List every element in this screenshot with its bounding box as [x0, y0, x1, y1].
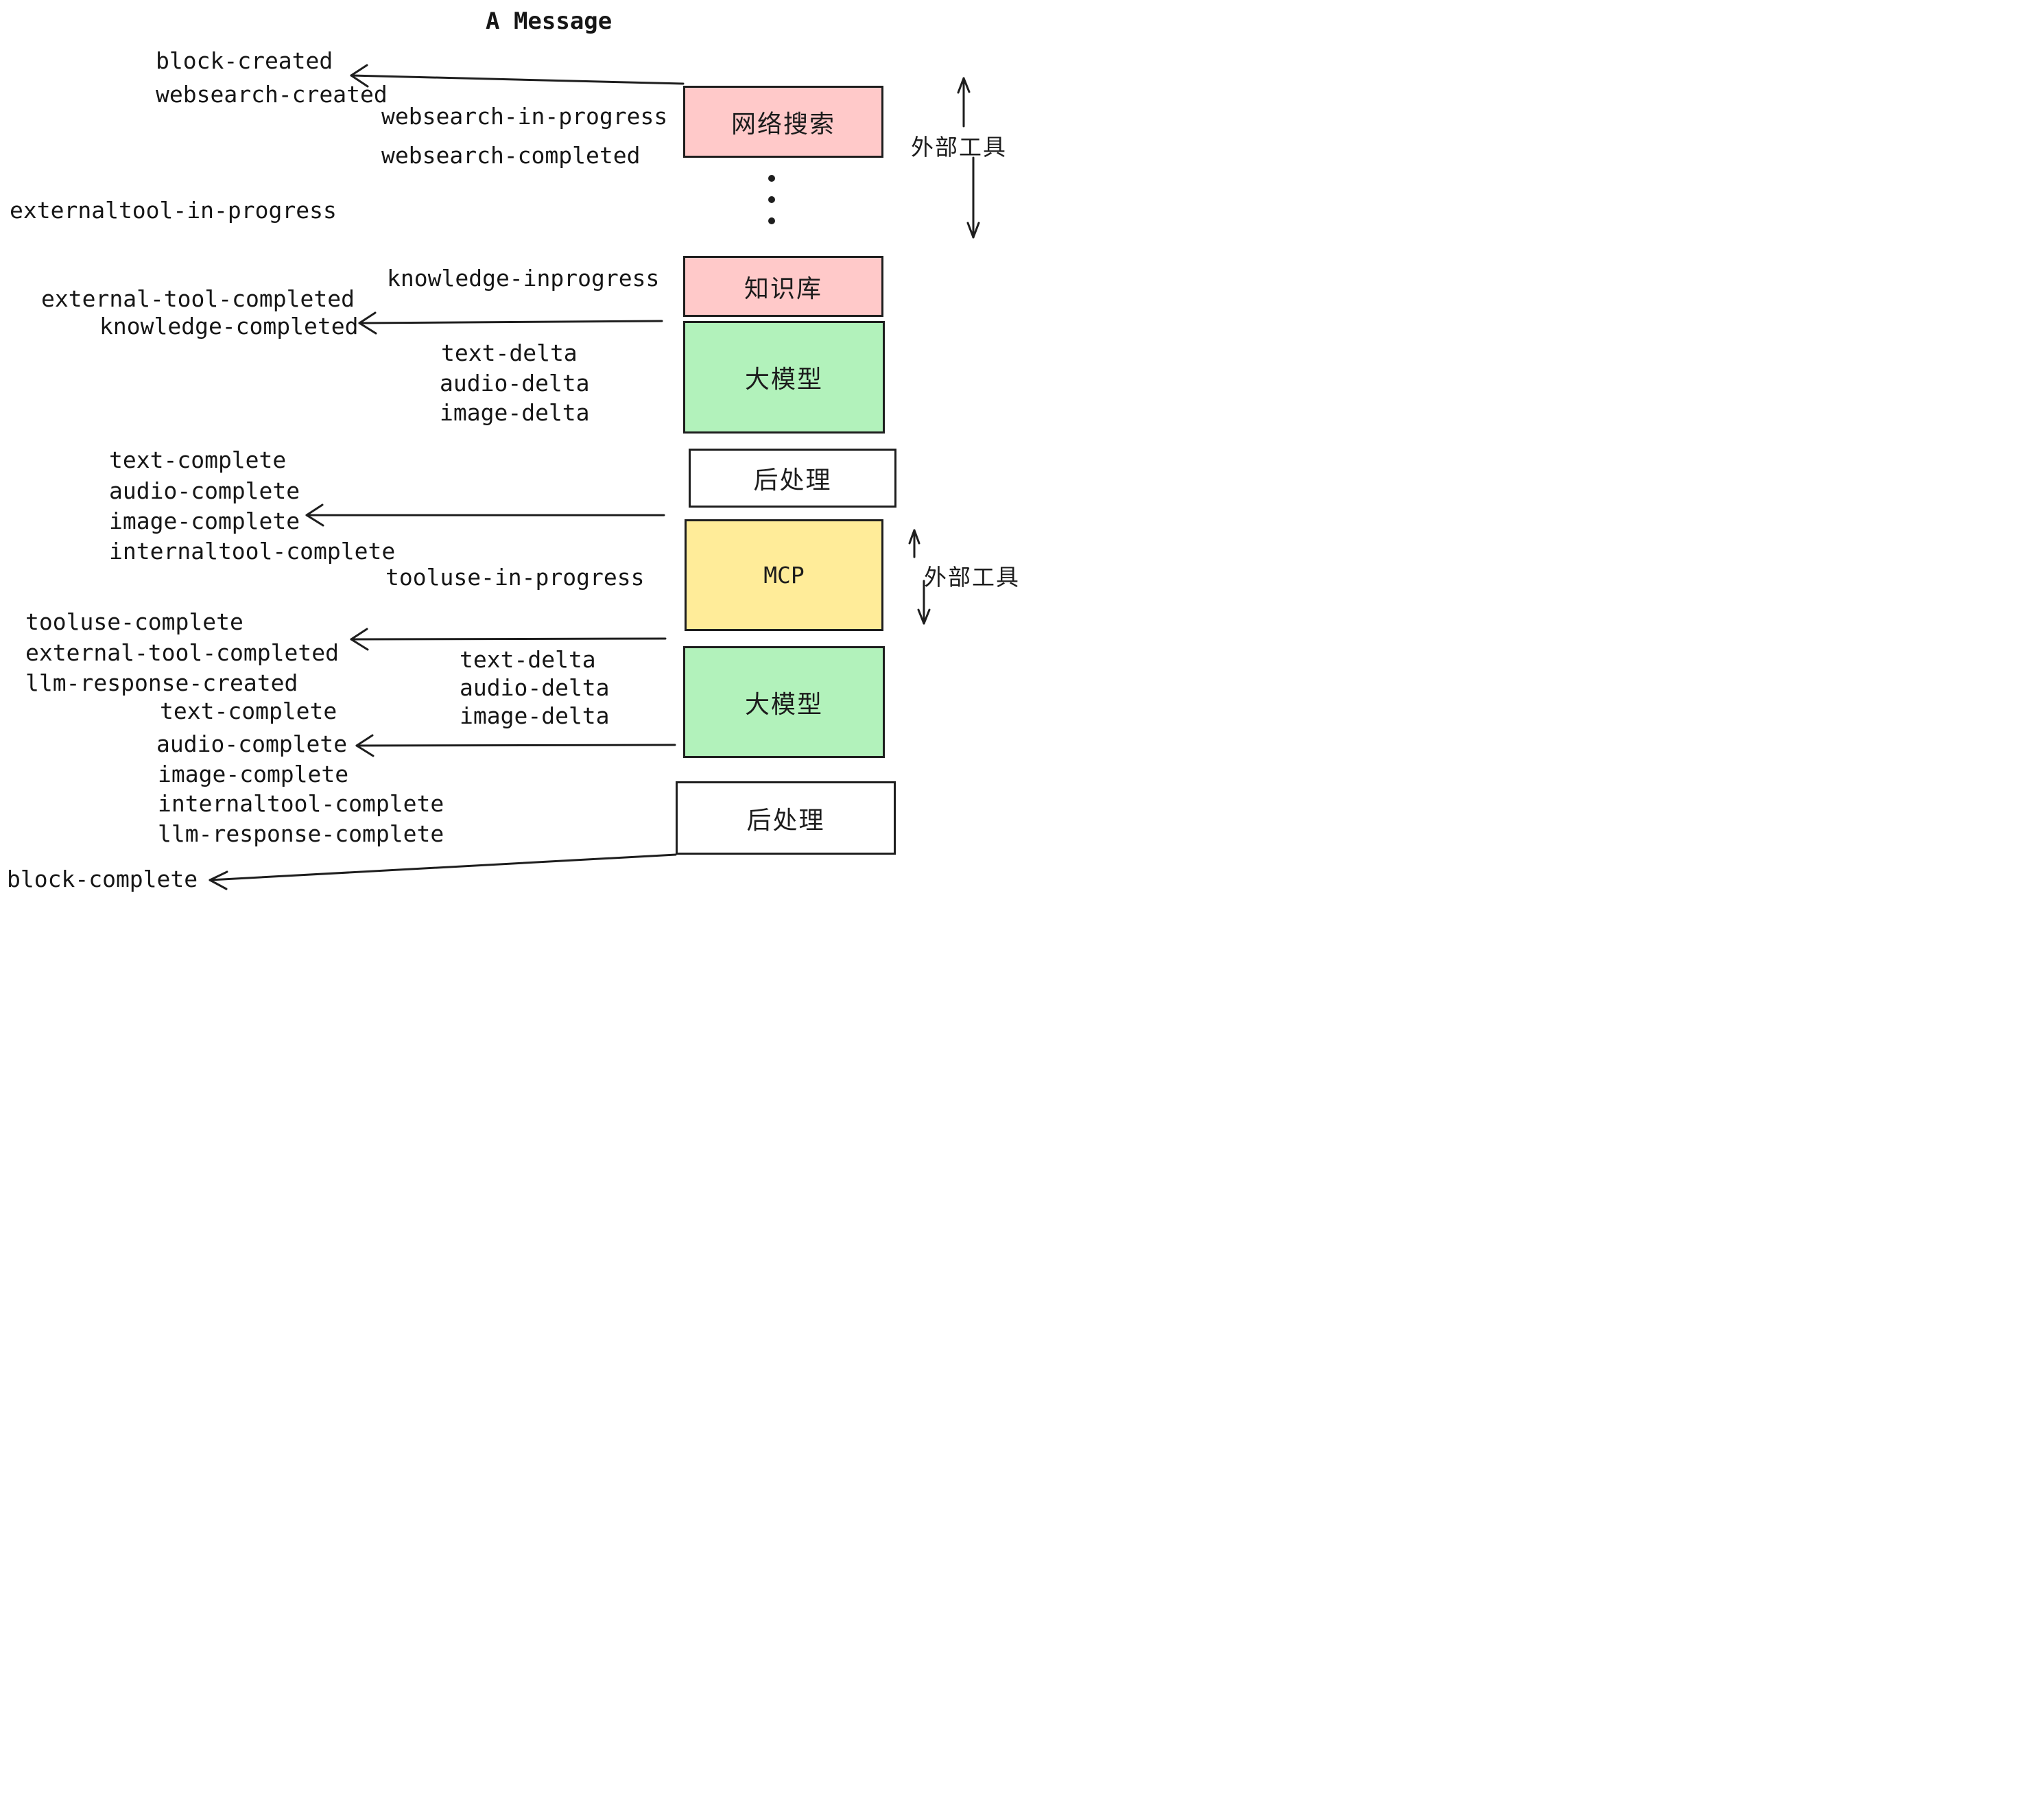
- event-text-complete-2: text-complete: [160, 698, 337, 724]
- event-llm-response-complete: llm-response-complete: [158, 820, 444, 847]
- event-image-delta-1: image-delta: [440, 399, 590, 426]
- arrow-to-audio-complete: [355, 744, 676, 747]
- event-block-created: block-created: [156, 47, 333, 74]
- external-tools-bottom-up-arrowhead: [908, 529, 920, 545]
- ellipsis-dots: [768, 175, 775, 224]
- event-websearch-created: websearch-created: [156, 81, 388, 108]
- event-external-tool-completed-2: external-tool-completed: [25, 639, 339, 666]
- event-audio-delta-2: audio-delta: [460, 674, 610, 701]
- arrowhead-to-audio-complete: [355, 734, 375, 757]
- event-tooluse-complete: tooluse-complete: [25, 608, 243, 635]
- external-tools-top-label: 外部工具: [911, 134, 1007, 160]
- event-audio-complete-2: audio-complete: [156, 731, 348, 757]
- event-websearch-in-progress: websearch-in-progress: [381, 103, 668, 130]
- box-post-processing-bottom: 后处理: [676, 781, 896, 855]
- event-knowledge-completed: knowledge-completed: [99, 313, 359, 340]
- event-audio-complete-1: audio-complete: [109, 477, 300, 504]
- box-llm-bottom: 大模型: [683, 646, 885, 758]
- box-llm-top: 大模型: [683, 321, 885, 434]
- event-internaltool-complete-2: internaltool-complete: [158, 790, 444, 817]
- event-image-delta-2: image-delta: [460, 702, 610, 729]
- box-post-processing-bottom-label: 后处理: [746, 805, 825, 834]
- external-tools-bottom-down-arrowhead: [917, 608, 931, 625]
- box-knowledge: 知识库: [683, 256, 883, 317]
- box-websearch: 网络搜索: [683, 86, 883, 158]
- box-knowledge-label: 知识库: [744, 274, 822, 302]
- arrowhead-to-block-complete: [209, 870, 228, 890]
- event-external-tool-completed-1: external-tool-completed: [41, 285, 355, 312]
- arrowhead-to-image-complete: [305, 503, 324, 527]
- event-text-delta-2: text-delta: [460, 646, 596, 673]
- event-externaltool-in-progress: externaltool-in-progress: [10, 197, 337, 224]
- box-post-processing-top: 后处理: [689, 449, 896, 508]
- diagram-title: A Message: [486, 8, 613, 35]
- box-post-processing-top-label: 后处理: [753, 466, 832, 494]
- event-knowledge-inprogress: knowledge-inprogress: [387, 265, 660, 292]
- arrowhead-to-block-created: [350, 64, 369, 88]
- box-llm-top-label: 大模型: [744, 365, 823, 393]
- arrow-to-block-created: [350, 74, 685, 85]
- event-image-complete-1: image-complete: [109, 508, 300, 534]
- event-tooluse-in-progress: tooluse-in-progress: [385, 564, 645, 591]
- arrowhead-to-external-tool-completed: [350, 628, 369, 651]
- event-internaltool-complete-1: internaltool-complete: [109, 538, 396, 565]
- event-audio-delta-1: audio-delta: [440, 370, 590, 396]
- arrow-to-knowledge-completed: [358, 320, 663, 324]
- arrowhead-to-knowledge-completed: [358, 311, 377, 335]
- box-websearch-label: 网络搜索: [730, 109, 835, 138]
- diagram-message-flow: A Message block-created websearch-create…: [0, 0, 1022, 902]
- arrow-to-block-complete: [209, 853, 677, 881]
- event-websearch-completed: websearch-completed: [381, 142, 641, 169]
- box-mcp: MCP: [685, 519, 883, 631]
- event-block-complete: block-complete: [7, 866, 198, 892]
- box-llm-bottom-label: 大模型: [744, 689, 823, 718]
- arrow-layer: [209, 64, 980, 890]
- event-text-complete-1: text-complete: [109, 447, 287, 473]
- box-mcp-label: MCP: [763, 562, 805, 589]
- event-llm-response-created: llm-response-created: [25, 669, 298, 696]
- external-tools-top-down-arrowhead: [966, 222, 980, 239]
- external-tools-top-up-arrowhead: [957, 77, 971, 94]
- event-image-complete-2: image-complete: [158, 761, 349, 787]
- event-text-delta-1: text-delta: [441, 340, 578, 366]
- external-tools-bottom-label: 外部工具: [924, 565, 1020, 590]
